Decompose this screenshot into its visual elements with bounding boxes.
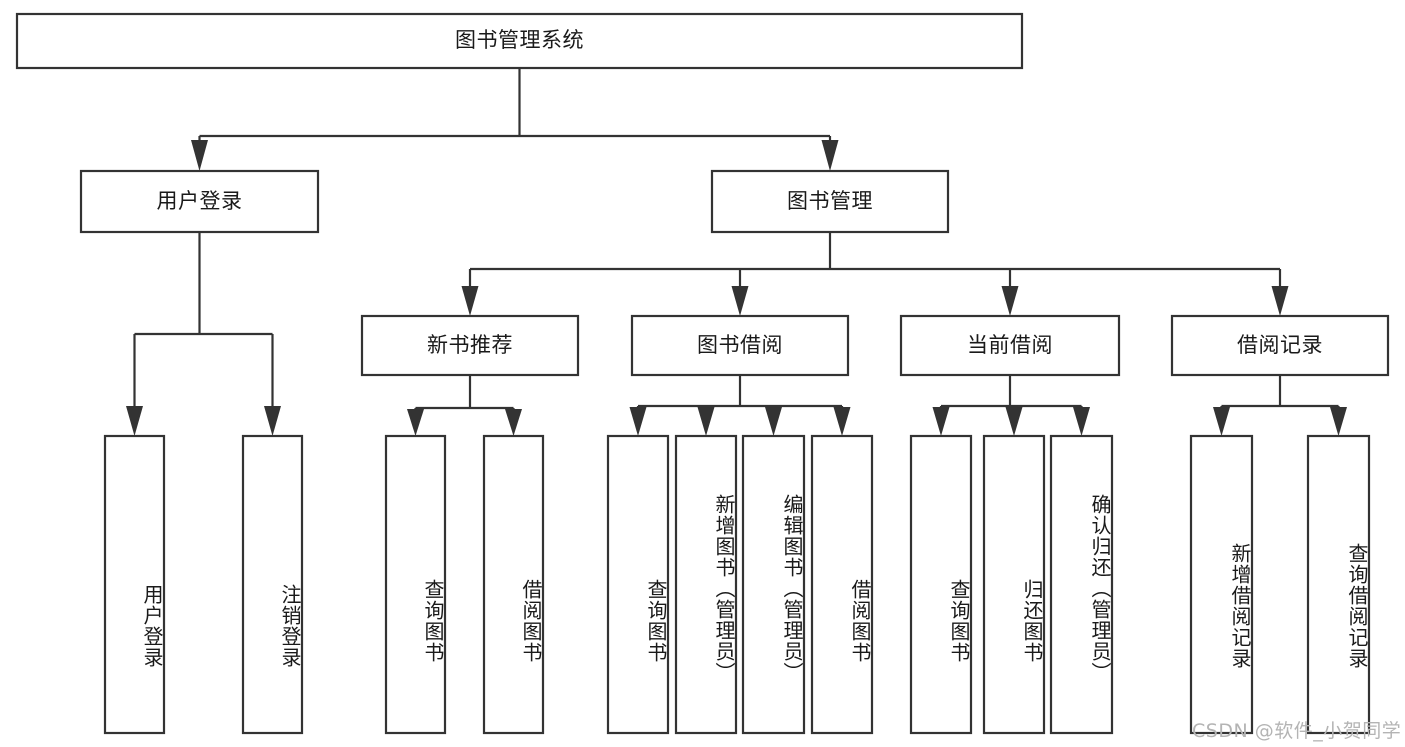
connector-group-root xyxy=(191,68,839,171)
node-box-leaf-query-record[interactable] xyxy=(1306,434,1371,735)
node-box-leaf-borrow-book-1[interactable] xyxy=(482,434,545,735)
node-box-book-borrow[interactable] xyxy=(630,314,850,377)
node-box-new-book-rec[interactable] xyxy=(360,314,580,377)
arrow-book-borrow-to-leaf-1 xyxy=(629,407,647,436)
connector-group-book-manage xyxy=(461,232,1289,316)
node-box-leaf-borrow-book-2[interactable] xyxy=(810,434,874,735)
arrow-current-borrow-to-leaf-3 xyxy=(1073,407,1090,436)
arrow-book-manage-to-current-borrow xyxy=(1001,286,1019,316)
node-box-current-borrow[interactable] xyxy=(899,314,1121,377)
node-box-leaf-user-logout[interactable] xyxy=(241,434,304,735)
arrow-book-manage-to-new-book-rec xyxy=(461,286,479,316)
connector-group-book-borrow xyxy=(629,375,851,436)
node-box-leaf-user-login[interactable] xyxy=(103,434,166,735)
connector-group-user-login xyxy=(126,232,281,436)
node-box-borrow-record[interactable] xyxy=(1170,314,1390,377)
arrow-root-to-book-manage xyxy=(821,140,839,171)
node-box-leaf-query-book-1[interactable] xyxy=(384,434,447,735)
node-box-leaf-add-book[interactable] xyxy=(674,434,738,735)
node-box-leaf-add-record[interactable] xyxy=(1189,434,1254,735)
node-box-leaf-query-book-2[interactable] xyxy=(606,434,670,735)
arrow-book-borrow-to-leaf-4 xyxy=(833,407,851,436)
arrow-borrow-record-to-leaf-2 xyxy=(1330,407,1347,436)
node-box-leaf-return-book[interactable] xyxy=(982,434,1046,735)
arrow-current-borrow-to-leaf-1 xyxy=(932,407,950,436)
arrow-user-login-to-leaf-2 xyxy=(264,406,281,436)
arrow-user-login-to-leaf-1 xyxy=(126,406,143,436)
node-box-root[interactable] xyxy=(15,12,1024,70)
arrow-book-manage-to-book-borrow xyxy=(731,286,749,316)
arrow-root-to-user-login xyxy=(191,140,208,171)
arrow-current-borrow-to-leaf-2 xyxy=(1005,407,1023,436)
connector-group-borrow-record xyxy=(1213,375,1347,436)
arrow-book-manage-to-borrow-record xyxy=(1271,286,1289,316)
arrow-book-borrow-to-leaf-2 xyxy=(697,407,715,436)
arrow-new-book-rec-to-leaf-1 xyxy=(407,409,424,436)
arrow-borrow-record-to-leaf-1 xyxy=(1213,407,1230,436)
connector-group-new-book-rec xyxy=(407,375,522,436)
connector-group-current-borrow xyxy=(932,375,1090,436)
node-box-book-manage[interactable] xyxy=(710,169,950,234)
arrow-new-book-rec-to-leaf-2 xyxy=(505,409,522,436)
node-boxes xyxy=(15,12,1390,735)
node-box-user-login[interactable] xyxy=(79,169,320,234)
node-box-leaf-edit-book[interactable] xyxy=(741,434,806,735)
node-box-leaf-query-book-3[interactable] xyxy=(909,434,973,735)
arrow-book-borrow-to-leaf-3 xyxy=(765,407,782,436)
node-box-leaf-confirm-return[interactable] xyxy=(1049,434,1114,735)
